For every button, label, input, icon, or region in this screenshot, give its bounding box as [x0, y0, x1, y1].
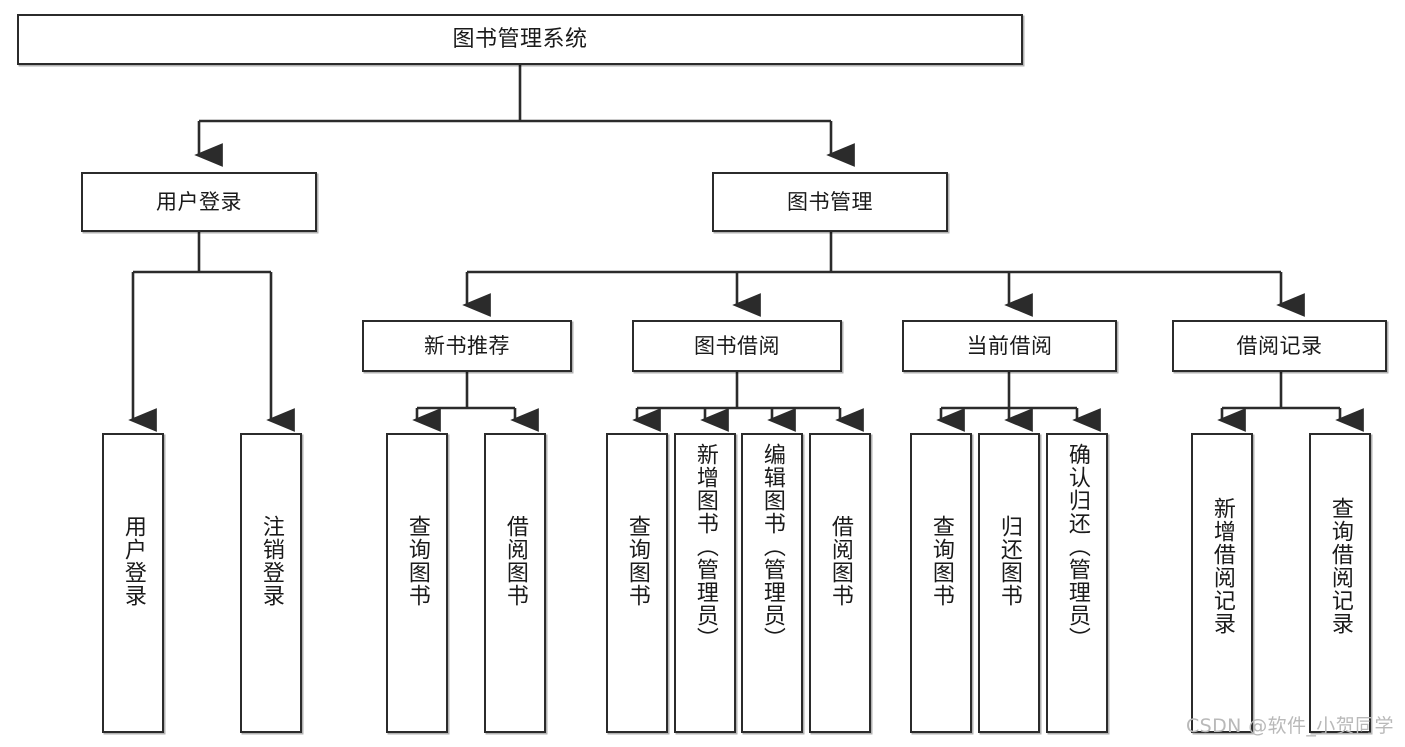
leaf-borrow-edit-book[interactable]: 编辑图书（管理员） — [741, 433, 803, 733]
node-book-borrow[interactable]: 图书借阅 — [632, 320, 842, 372]
leaf-borrow-add-book[interactable]: 新增图书（管理员） — [674, 433, 736, 733]
node-label: 注销登录 — [258, 515, 284, 607]
leaf-user-login-signout[interactable]: 注销登录 — [240, 433, 302, 733]
node-label: 图书管理 — [787, 189, 873, 214]
leaf-current-query-book[interactable]: 查询图书 — [910, 433, 972, 733]
node-label: 借阅图书 — [502, 515, 528, 607]
node-borrow-record[interactable]: 借阅记录 — [1172, 320, 1387, 372]
leaf-borrow-borrow-book[interactable]: 借阅图书 — [809, 433, 871, 733]
node-label: 图书管理系统 — [452, 26, 588, 52]
node-label: 查询借阅记录 — [1327, 497, 1353, 635]
node-current-borrow[interactable]: 当前借阅 — [902, 320, 1117, 372]
node-label: 确认归还（管理员） — [1064, 443, 1090, 650]
leaf-new-book-query[interactable]: 查询图书 — [386, 433, 448, 733]
node-label: 当前借阅 — [966, 333, 1053, 358]
leaf-user-login-signin[interactable]: 用户登录 — [102, 433, 164, 733]
leaf-current-confirm-return[interactable]: 确认归还（管理员） — [1046, 433, 1108, 733]
node-label: 借阅记录 — [1236, 333, 1323, 358]
node-label: 用户登录 — [156, 189, 242, 214]
node-label: 编辑图书（管理员） — [759, 443, 785, 650]
node-label: 查询图书 — [404, 515, 430, 607]
leaf-record-add[interactable]: 新增借阅记录 — [1191, 433, 1253, 733]
leaf-current-return-book[interactable]: 归还图书 — [978, 433, 1040, 733]
node-label: 查询图书 — [624, 515, 650, 607]
leaf-borrow-query-book[interactable]: 查询图书 — [606, 433, 668, 733]
node-label: 新书推荐 — [424, 333, 510, 358]
node-label: 图书借阅 — [694, 333, 780, 358]
node-label: 归还图书 — [996, 515, 1022, 607]
node-label: 借阅图书 — [827, 515, 853, 607]
node-label: 查询图书 — [928, 515, 954, 607]
leaf-new-book-borrow[interactable]: 借阅图书 — [484, 433, 546, 733]
node-book-management[interactable]: 图书管理 — [712, 172, 948, 232]
node-label: 新增图书（管理员） — [692, 443, 718, 650]
node-root-system[interactable]: 图书管理系统 — [17, 14, 1023, 65]
node-user-login[interactable]: 用户登录 — [81, 172, 317, 232]
node-new-book-recommend[interactable]: 新书推荐 — [362, 320, 572, 372]
leaf-record-query[interactable]: 查询借阅记录 — [1309, 433, 1371, 733]
node-label: 新增借阅记录 — [1209, 497, 1235, 635]
node-label: 用户登录 — [120, 515, 146, 607]
